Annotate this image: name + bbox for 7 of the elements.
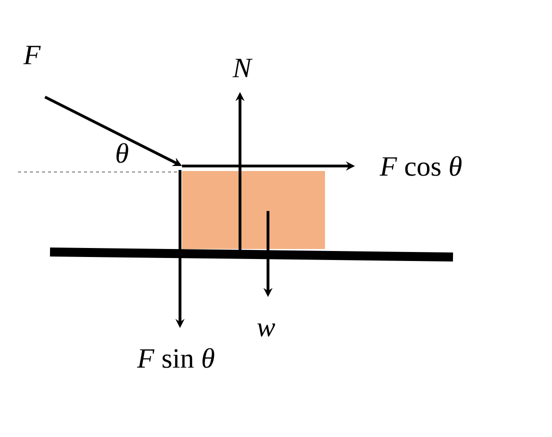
force-label: F [23,46,41,64]
force-label: θ [116,143,128,163]
force-label: w [257,323,276,337]
block [182,171,325,249]
force-label: F sin θ [136,348,214,368]
force-label: N [232,58,253,78]
force-label: F cos θ [380,156,462,176]
